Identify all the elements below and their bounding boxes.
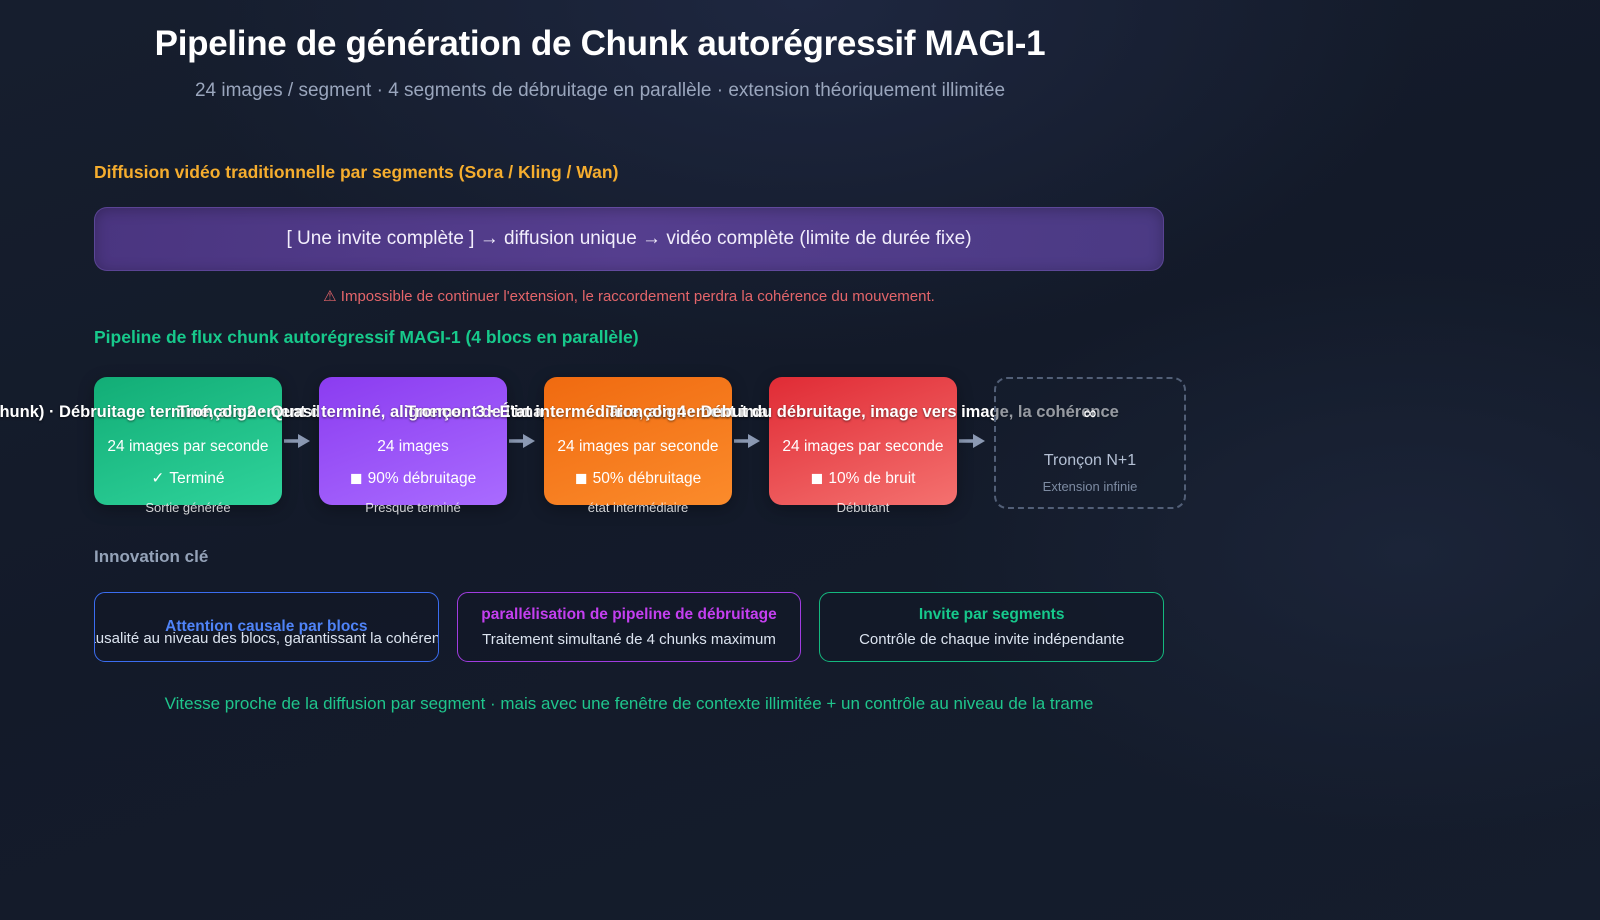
innovation-section: Innovation clé Attention causale par blo… <box>94 547 1165 662</box>
traditional-warning-text: Impossible de continuer l'extension, le … <box>340 288 935 305</box>
chunk-card-1[interactable]: Tronçon 1 (Chunk) · Débruitage terminé, … <box>0 377 477 515</box>
arrow-right-icon-3 <box>732 377 769 505</box>
square-icon: ◼ <box>574 470 588 487</box>
chunk-frames: 24 images par seconde <box>557 438 719 455</box>
chunk-sub: Extension infinie <box>1042 479 1138 494</box>
traditional-warning: ⚠ Impossible de continuer l'extension, l… <box>94 287 1164 305</box>
chunk-card-2[interactable]: Tronçon 2 · Quasi terminé, alignement de… <box>177 377 649 515</box>
page-title: Pipeline de génération de Chunk autorégr… <box>154 24 1046 63</box>
innovation-section-heading: Innovation clé <box>94 547 209 566</box>
innovation-card-title: Invite par segments <box>918 606 1065 623</box>
traditional-banner-text: [ Une invite complète ] → diffusion uniq… <box>286 228 972 249</box>
chunk-card-3[interactable]: Tronçon 3 · État intermédiaire, aligneme… <box>406 377 870 515</box>
chunk-state-label: Terminé <box>169 470 225 487</box>
square-icon: ◼ <box>810 470 824 487</box>
infinity-icon: ∞ <box>1083 403 1097 423</box>
chunk-card-infinite[interactable]: ∞ Tronçon N+1 Extension infinie <box>994 377 1186 509</box>
innovation-card-desc: Causalité au niveau des blocs, garantiss… <box>94 630 439 647</box>
chunk-state: ◼50% débruitage <box>575 469 701 488</box>
chunk-label: Tronçon N+1 <box>1043 452 1137 469</box>
innovation-card-title: Attention causale par blocs <box>165 618 368 635</box>
traditional-banner: [ Une invite complète ] → diffusion uniq… <box>94 207 1164 271</box>
page-subtitle: 24 images / segment · 4 segments de débr… <box>194 79 1006 101</box>
check-icon: ✓ <box>151 470 165 487</box>
chunk-state-label: 90% débruitage <box>367 470 477 487</box>
innovation-card-desc: Traitement simultané de 4 chunks maximum <box>482 631 776 648</box>
chunk-sub: état intermédiaire <box>587 500 689 515</box>
traditional-section-heading: Diffusion vidéo traditionnelle par segme… <box>94 162 619 182</box>
chunk-frames: 24 images par seconde <box>107 438 269 455</box>
pipeline-section: Pipeline de flux chunk autorégressif MAG… <box>0 327 1186 515</box>
chunk-sub: Presque terminé <box>365 500 461 515</box>
innovation-card-3[interactable]: Invite par segments Contrôle de chaque i… <box>819 592 1165 662</box>
arrow-right-icon-4 <box>957 377 994 505</box>
warning-icon: ⚠ <box>323 288 337 305</box>
innovation-card-desc: Contrôle de chaque invite indépendante <box>859 631 1125 648</box>
innovation-card-1[interactable]: Attention causale par blocs Causalité au… <box>94 592 439 662</box>
chunk-state: ✓Terminé <box>151 469 224 488</box>
footer-note: Vitesse proche de la diffusion par segme… <box>94 694 1164 714</box>
chunk-state-label: 50% débruitage <box>592 470 702 487</box>
chunk-row: Tronçon 1 (Chunk) · Débruitage terminé, … <box>0 377 1186 515</box>
chunk-sub: Sortie générée <box>145 500 231 515</box>
innovation-card-list: Attention causale par blocs Causalité au… <box>94 592 1165 662</box>
arrow-right-icon-1 <box>282 377 319 505</box>
square-icon: ◼ <box>349 470 363 487</box>
chunk-frames: 24 images par seconde <box>782 438 944 455</box>
innovation-card-title: parallélisation de pipeline de débruitag… <box>481 606 777 623</box>
pipeline-section-heading: Pipeline de flux chunk autorégressif MAG… <box>94 327 639 347</box>
arrow-right-icon-2 <box>507 377 544 505</box>
chunk-state: ◼90% débruitage <box>350 469 476 488</box>
chunk-card-4[interactable]: Tronçon 4 · Début du débruitage, image v… <box>607 377 1119 515</box>
chunk-frames: 24 images <box>377 438 449 455</box>
innovation-card-2[interactable]: parallélisation de pipeline de débruitag… <box>456 592 802 662</box>
chunk-state: ◼10% de bruit <box>811 469 916 488</box>
footer-note-text: Vitesse proche de la diffusion par segme… <box>164 694 1094 713</box>
chunk-sub: Débutant <box>836 500 890 515</box>
header: Pipeline de génération de Chunk autorégr… <box>0 0 1600 102</box>
traditional-section: Diffusion vidéo traditionnelle par segme… <box>94 162 1164 305</box>
chunk-state-label: 10% de bruit <box>828 470 916 487</box>
